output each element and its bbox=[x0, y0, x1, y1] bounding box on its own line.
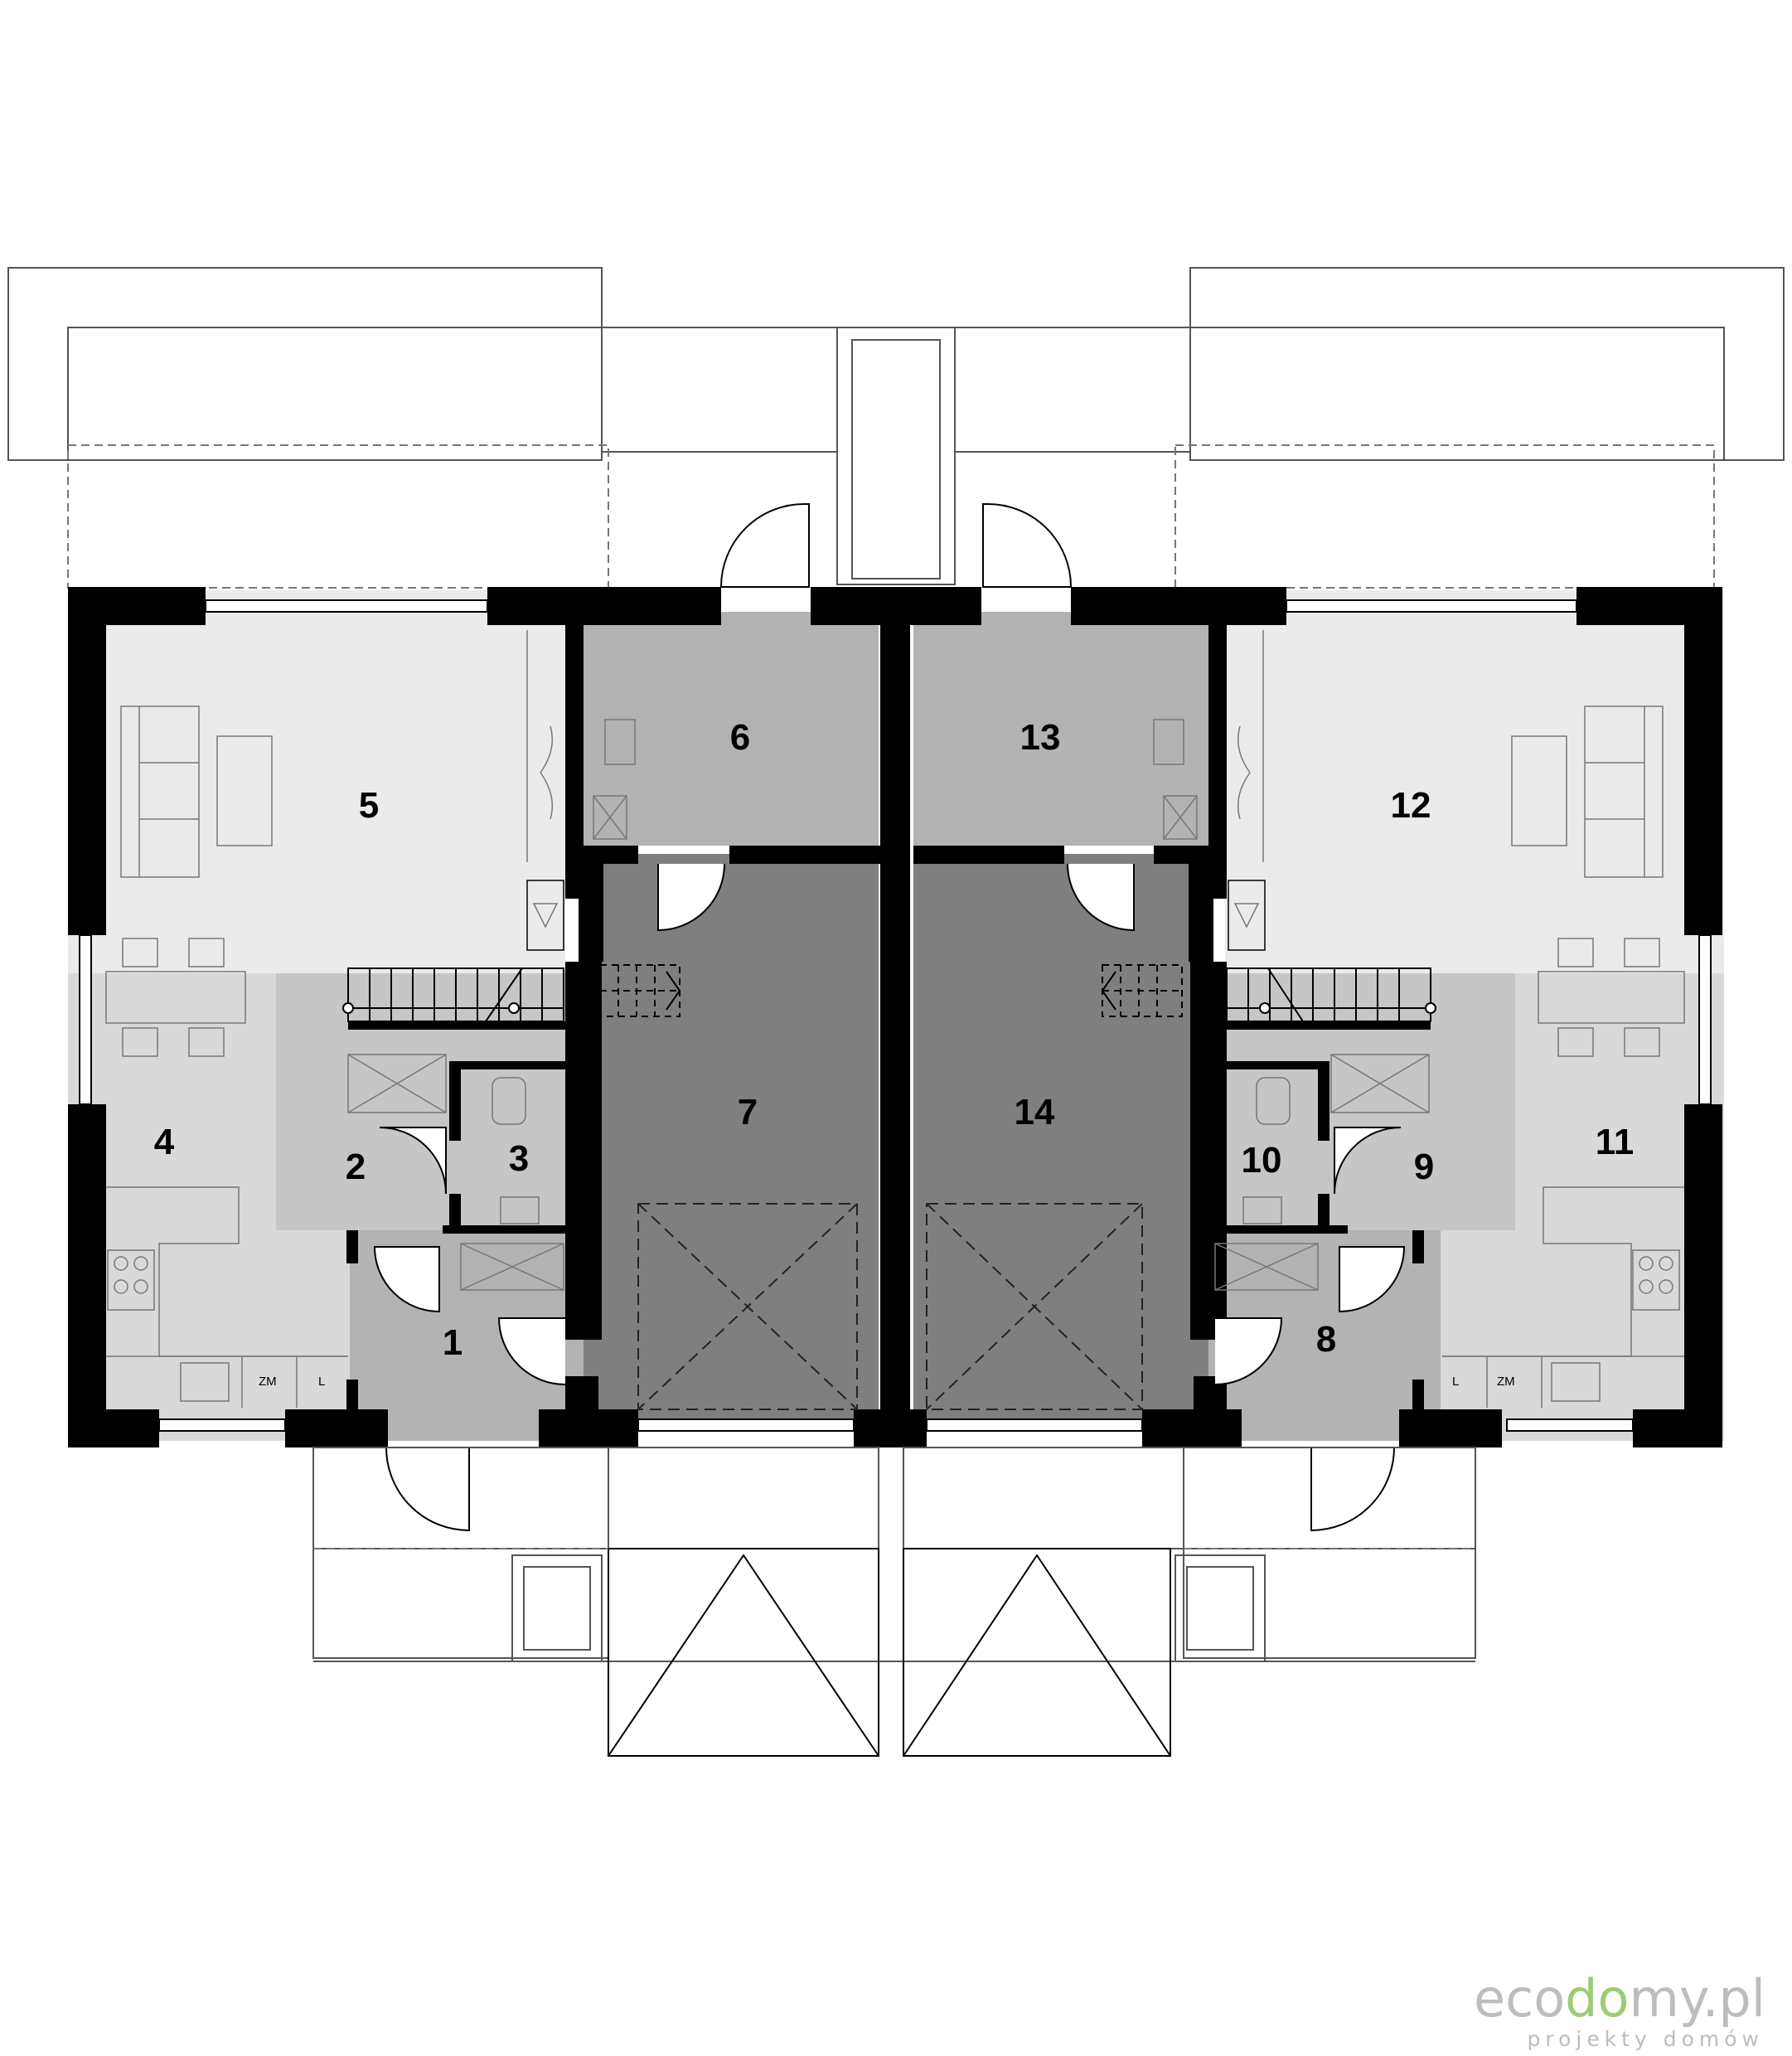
radiator-icon bbox=[540, 725, 553, 820]
living-room-left-fill bbox=[68, 590, 565, 973]
doors bbox=[373, 503, 1406, 1532]
room-label-11: 11 bbox=[1596, 1122, 1635, 1162]
toilet-icon bbox=[492, 1077, 526, 1125]
room-label-3: 3 bbox=[509, 1138, 529, 1179]
coffee-table-icon bbox=[216, 735, 273, 846]
washbasin-icon bbox=[500, 1196, 540, 1224]
front-outlines bbox=[312, 1447, 1476, 1662]
dishwasher-label-left: L bbox=[318, 1375, 325, 1389]
fridge-label-right: ZM bbox=[1497, 1375, 1515, 1389]
furniture-right bbox=[1153, 630, 1685, 1408]
room-label-7: 7 bbox=[738, 1092, 758, 1132]
chair-icon bbox=[122, 1027, 158, 1057]
fridge-label-left: ZM bbox=[259, 1375, 277, 1389]
utility-right-fill bbox=[913, 612, 1208, 846]
room-label-8: 8 bbox=[1316, 1319, 1336, 1360]
appliance-labels: ZM L L ZM bbox=[259, 1375, 1515, 1389]
heater-icon bbox=[593, 795, 627, 840]
room-label-12: 12 bbox=[1391, 785, 1431, 826]
chair-icon bbox=[1624, 1027, 1660, 1057]
room-label-14: 14 bbox=[1015, 1092, 1055, 1132]
dining-table-icon bbox=[105, 971, 246, 1024]
room-label-10: 10 bbox=[1242, 1140, 1282, 1181]
chimney-icon bbox=[1228, 880, 1266, 951]
watermark-logo: ecodomy.pl bbox=[1474, 1968, 1765, 2029]
chair-icon bbox=[1557, 938, 1594, 967]
utility-left-fill bbox=[584, 612, 879, 846]
dishwasher-label-right: L bbox=[1452, 1375, 1459, 1389]
room-label-4: 4 bbox=[154, 1122, 175, 1162]
room-label-2: 2 bbox=[346, 1147, 366, 1187]
garage-car-outlines bbox=[637, 1203, 1143, 1410]
storage-icon bbox=[1330, 1054, 1430, 1113]
room-label-1: 1 bbox=[443, 1322, 463, 1363]
terrace-outlines-top bbox=[7, 267, 1785, 585]
stove-icon bbox=[1632, 1249, 1680, 1311]
stove-icon bbox=[107, 1249, 155, 1311]
dining-table-icon bbox=[1538, 971, 1685, 1024]
living-room-right-fill bbox=[1225, 590, 1724, 973]
terrace-dashed-top bbox=[67, 444, 1715, 589]
radiator-icon bbox=[1237, 725, 1251, 820]
heater-icon bbox=[1163, 795, 1198, 840]
garage-left-fill bbox=[584, 854, 879, 1426]
windows bbox=[79, 599, 1712, 1432]
chair-icon bbox=[122, 938, 158, 967]
sink-icon bbox=[180, 1362, 230, 1402]
toilet-icon bbox=[1256, 1077, 1291, 1125]
walls bbox=[68, 587, 1722, 1447]
room-label-6: 6 bbox=[730, 717, 750, 758]
watermark: ecodomy.pl projekty domów bbox=[1474, 1968, 1765, 2051]
chair-icon bbox=[188, 938, 225, 967]
garage-right-fill bbox=[913, 854, 1208, 1426]
washbasin-icon bbox=[1242, 1196, 1282, 1224]
room-label-9: 9 bbox=[1414, 1147, 1434, 1187]
stairs-left bbox=[342, 964, 681, 1022]
wardrobe-icon bbox=[1214, 1243, 1319, 1291]
room-labels: 1 2 3 4 5 6 7 8 9 10 11 12 13 14 bbox=[154, 717, 1635, 1363]
sofa-icon bbox=[120, 706, 200, 878]
chair-icon bbox=[188, 1027, 225, 1057]
room-label-13: 13 bbox=[1020, 717, 1061, 758]
chimney-icon bbox=[526, 880, 564, 951]
boiler-icon bbox=[604, 719, 636, 765]
watermark-subtitle: projekty domów bbox=[1527, 2027, 1764, 2051]
driveways bbox=[608, 1548, 1171, 1757]
coffee-table-icon bbox=[1511, 735, 1567, 846]
chair-icon bbox=[1624, 938, 1660, 967]
room-label-5: 5 bbox=[359, 785, 379, 826]
room-fills bbox=[68, 590, 1724, 1441]
chair-icon bbox=[1557, 1027, 1594, 1057]
wc-left-fill bbox=[450, 1061, 566, 1227]
furniture-left bbox=[105, 630, 636, 1408]
wardrobe-icon bbox=[460, 1243, 564, 1291]
stairs-right bbox=[1101, 964, 1436, 1022]
storage-icon bbox=[347, 1054, 447, 1113]
boiler-icon bbox=[1153, 719, 1184, 765]
sink-icon bbox=[1551, 1362, 1601, 1402]
sofa-icon bbox=[1584, 706, 1664, 878]
